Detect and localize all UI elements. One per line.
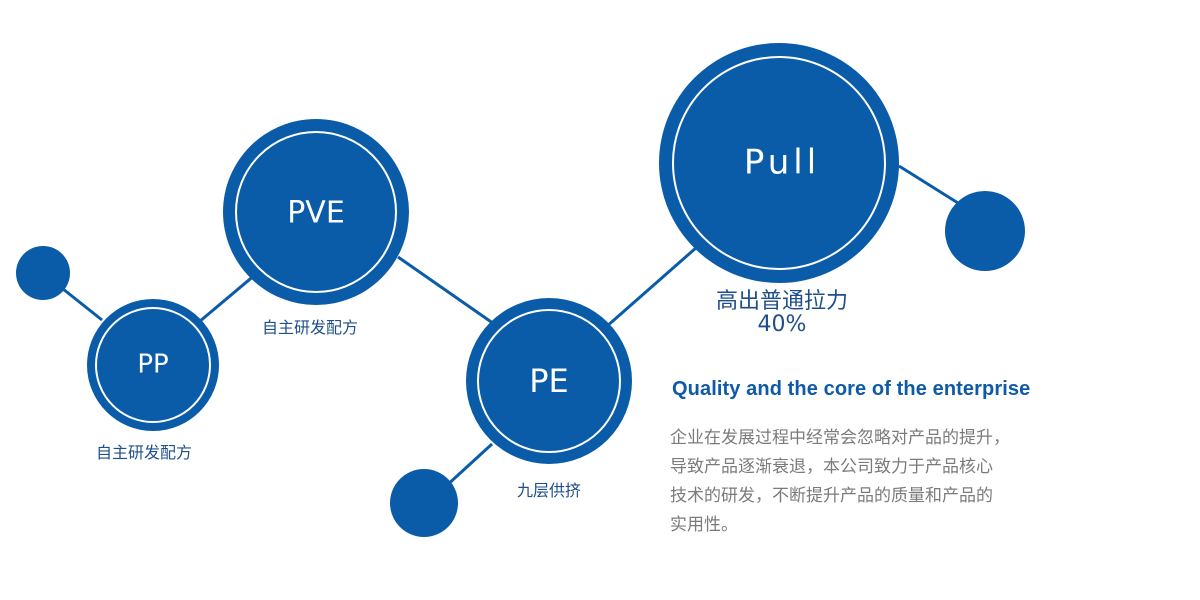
node-pull-label: Pull xyxy=(744,143,820,183)
connector-pe-to-pull xyxy=(605,245,698,329)
pp-caption: 自主研发配方 xyxy=(96,443,193,462)
pve-caption: 自主研发配方 xyxy=(262,318,359,337)
node-pull-ring xyxy=(672,56,886,270)
connector-pp-to-pve xyxy=(192,267,263,329)
node-pe-label: PE xyxy=(529,362,569,400)
description-line-4: 实用性。 xyxy=(670,515,738,535)
node-pe: PE xyxy=(466,298,632,464)
description-line-3: 技术的研发，不断提升产品的质量和产品的 xyxy=(670,486,993,506)
connector-pve-to-pe xyxy=(397,255,498,328)
connector-left-dot-to-pp xyxy=(57,283,103,322)
node-pp-label: PP xyxy=(137,350,168,380)
section-description: 企业在发展过程中经常会忽略对产品的提升， 导致产品逐渐衰退，本公司致力于产品核心… xyxy=(670,424,1042,540)
pull-caption: 高出普通拉力 40% xyxy=(708,290,856,336)
right-dot xyxy=(945,191,1025,271)
pull-caption-line-1: 高出普通拉力 xyxy=(715,289,848,314)
node-pve-ring xyxy=(235,131,397,293)
node-pve: PVE xyxy=(223,119,409,305)
connector-pull-to-right-dot xyxy=(898,164,967,210)
connector-pe-to-bottom-dot xyxy=(443,442,494,489)
section-headline: Quality and the core of the enterprise xyxy=(672,378,1031,400)
left-dot xyxy=(16,246,70,300)
node-pull: Pull xyxy=(659,43,899,283)
connector-lines xyxy=(57,164,967,489)
node-pp-ring xyxy=(95,307,211,423)
pe-caption: 九层供挤 xyxy=(517,481,582,500)
node-pve-label: PVE xyxy=(287,196,345,231)
description-line-1: 企业在发展过程中经常会忽略对产品的提升， xyxy=(670,428,1010,448)
description-line-2: 导致产品逐渐衰退，本公司致力于产品核心 xyxy=(670,457,993,477)
node-pe-ring xyxy=(477,309,621,453)
bottom-dot xyxy=(390,469,458,537)
pull-caption-line-2: 40% xyxy=(757,312,807,338)
node-pp: PP xyxy=(87,299,219,431)
